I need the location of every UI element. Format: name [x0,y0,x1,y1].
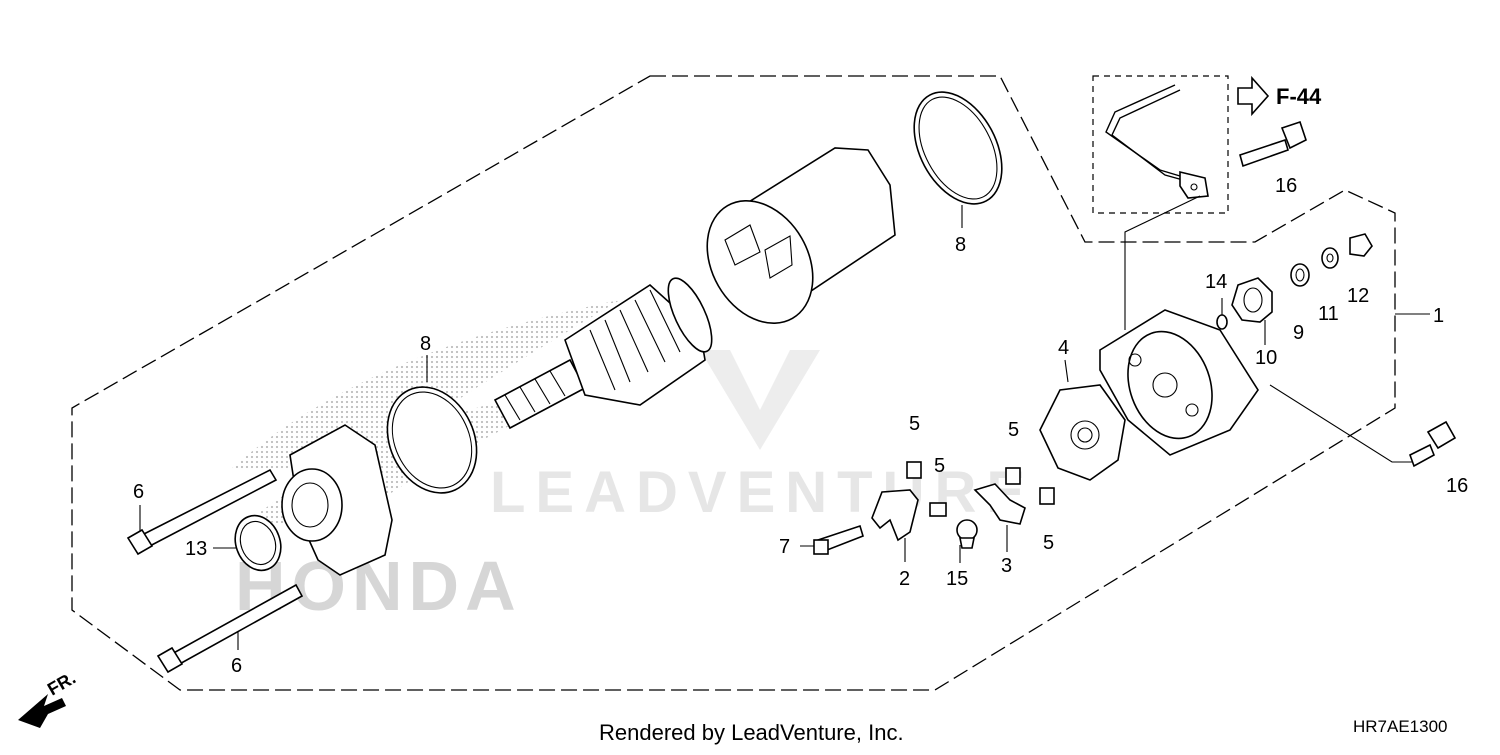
callout-8-b: 8 [955,234,966,256]
springs [906,461,1055,517]
o-ring-large-right [913,91,1003,205]
flange-bolt-upper [1239,120,1307,168]
leadventure-watermark: LEADVENTURE [490,460,1035,525]
front-cover [281,424,393,576]
washer-11 [1321,247,1339,269]
callout-13: 13 [185,538,207,560]
front-direction-marker: FR. [18,668,79,728]
reference-label: F-44 [1276,84,1322,109]
leadventure-logo-watermark [700,350,820,450]
brush-terminal-3 [973,483,1026,525]
hollow-arrow-icon [1237,75,1270,117]
callout-5-d: 5 [1043,532,1054,554]
long-bolt-lower [156,583,304,674]
callout-5-a: 5 [909,413,920,435]
callout-8-a: 8 [420,333,431,355]
o-ring-large-left [386,386,478,494]
screw-7 [813,524,864,555]
callout-5-b: 5 [934,455,945,477]
brush-terminal-2 [871,489,919,542]
reference-arrow: F-44 [1237,75,1322,117]
callout-labels: 1 2 3 4 5 5 5 5 6 6 7 8 8 9 10 11 12 13 … [133,175,1468,677]
washer-14 [1216,314,1228,330]
starter-cable [1105,84,1209,199]
callout-10: 10 [1255,347,1277,369]
callout-2: 2 [899,568,910,590]
armature [493,277,713,430]
front-label: FR. [44,668,79,700]
assembly-boundary [71,75,1396,691]
washer-9 [1290,263,1310,287]
leader-lines [139,195,1430,650]
callout-9: 9 [1293,322,1304,344]
long-bolt-upper [126,468,278,556]
callout-16-a: 16 [1275,175,1297,197]
nut-10 [1231,277,1273,323]
diagram-code: HR7AE1300 [1353,717,1448,736]
callout-7: 7 [779,536,790,558]
callout-6-a: 6 [133,481,144,503]
nut-12 [1349,233,1373,257]
callout-16-b: 16 [1446,475,1468,497]
rear-cover [1099,309,1259,456]
credit-text: Rendered by LeadVenture, Inc. [599,720,904,745]
callout-12: 12 [1347,285,1369,307]
flange-bolt-lower [1409,420,1457,468]
brush-holder [1039,384,1126,481]
callout-1: 1 [1433,305,1444,327]
front-arrow-icon [18,694,66,728]
callout-14: 14 [1205,271,1227,293]
yoke-housing [706,147,896,324]
callout-4: 4 [1058,337,1069,359]
callout-6-b: 6 [231,655,242,677]
callout-5-c: 5 [1008,419,1019,441]
callout-11: 11 [1318,303,1339,325]
callout-3: 3 [1001,555,1012,577]
cable-inset-boundary [1092,75,1229,214]
screw-15 [956,519,978,549]
callout-15: 15 [946,568,968,590]
